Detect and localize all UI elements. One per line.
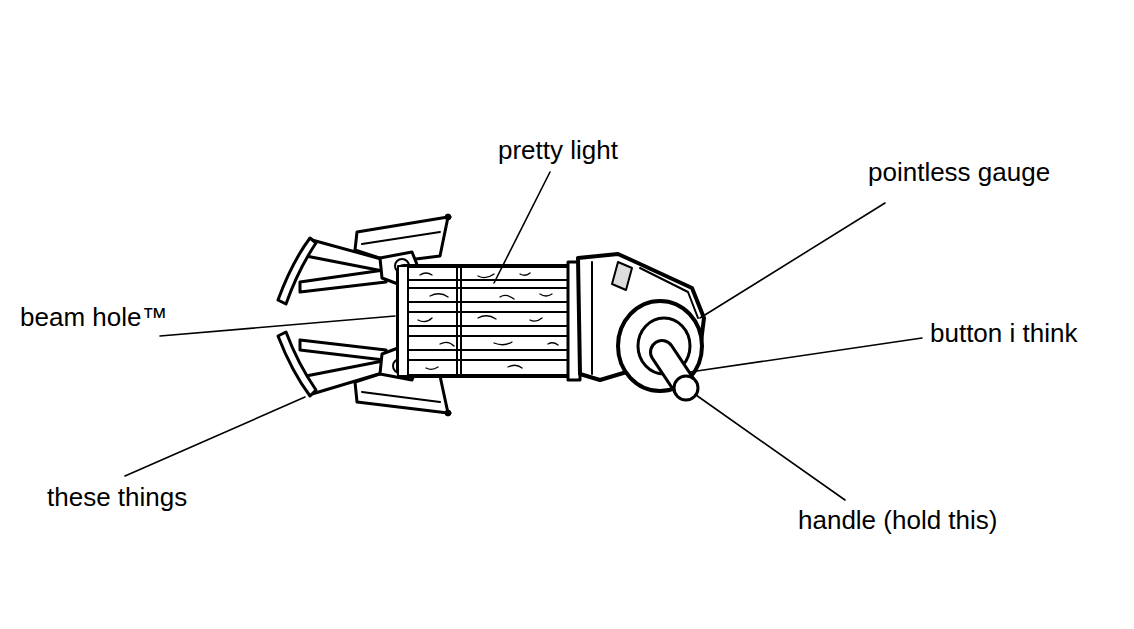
part-label: handle (hold this)	[798, 505, 997, 535]
part-label: button i think	[930, 318, 1077, 348]
part-label: these things	[47, 482, 187, 512]
part-label: pretty light	[498, 135, 618, 165]
leader-lines	[125, 172, 922, 500]
part-label: beam hole™	[20, 302, 167, 332]
part-label: pointless gauge	[868, 157, 1050, 187]
